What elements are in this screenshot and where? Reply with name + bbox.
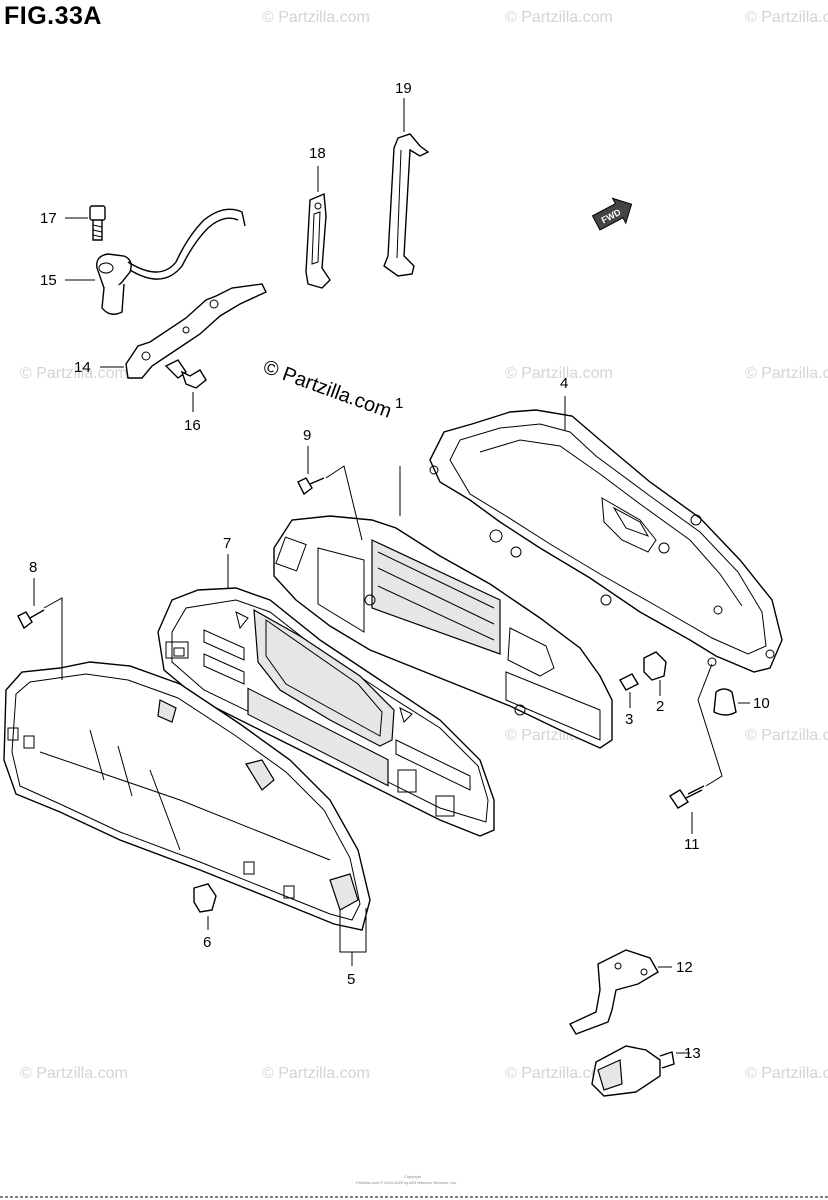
watermark-text: © Partzilla.com (505, 1065, 613, 1082)
figure-title: FIG.33A (4, 2, 102, 30)
part-label-10: 10 (753, 695, 770, 712)
part-12-bracket (568, 949, 672, 1035)
watermark-text: © Partzilla.com (745, 9, 828, 26)
part-16-bolt (164, 359, 207, 412)
part-5-lens-cover (3, 661, 371, 966)
part-1-meter-body (273, 466, 613, 749)
footer-copyright: Copyright Partzilla.com © 2004-2020 by A… (356, 1174, 457, 1185)
part-3-bulb (619, 673, 639, 708)
part-11-screw (669, 663, 723, 834)
watermark-text: © Partzilla.com (262, 9, 370, 26)
part-label-18: 18 (309, 145, 326, 162)
part-label-14: 14 (74, 359, 91, 376)
part-label-8: 8 (29, 559, 37, 576)
part-label-15: 15 (40, 272, 57, 289)
part-label-19: 19 (395, 80, 412, 97)
part-label-16: 16 (184, 417, 201, 434)
part-2-socket (643, 651, 667, 696)
copyright-line: Partzilla.com © 2004-2020 by ARI Network… (356, 1180, 457, 1185)
part-label-4: 4 (560, 375, 568, 392)
watermark-main: © Partzilla.com (260, 356, 394, 423)
part-label-6: 6 (203, 934, 211, 951)
part-6-grommet (193, 883, 217, 930)
copyright-label: Copyright (404, 1174, 422, 1179)
part-label-5: 5 (347, 971, 355, 988)
part-4-rear-case (429, 396, 783, 673)
watermark-text: © Partzilla.com (20, 1065, 128, 1082)
part-label-11: 11 (684, 836, 700, 853)
watermark-text: © Partzilla.com (745, 1065, 828, 1082)
part-label-17: 17 (40, 210, 57, 227)
part-14-bracket (100, 283, 267, 379)
part-18-clamp (305, 166, 331, 289)
part-label-1: 1 (395, 395, 403, 412)
watermark-text: © Partzilla.com (745, 727, 828, 744)
part-17-screw (65, 205, 106, 241)
watermark-text: © Partzilla.com (505, 365, 613, 382)
part-labels: 1 2 3 4 5 6 7 8 9 10 11 12 13 14 15 16 1… (29, 80, 770, 1062)
part-label-9: 9 (303, 427, 311, 444)
part-7-mask-panel (157, 554, 495, 837)
part-label-2: 2 (656, 698, 664, 715)
part-label-7: 7 (223, 535, 231, 552)
watermark-text: © Partzilla.com (745, 365, 828, 382)
watermark-text: © Partzilla.com (262, 1065, 370, 1082)
part-10-cap (713, 688, 750, 716)
part-label-13: 13 (684, 1045, 701, 1062)
part-label-3: 3 (625, 711, 633, 728)
fwd-arrow-icon: FWD (591, 197, 633, 231)
part-9-screw (297, 446, 363, 541)
watermark-text: © Partzilla.com (505, 9, 613, 26)
part-13-connector (591, 1045, 690, 1097)
part-label-12: 12 (676, 959, 693, 976)
part-8-screw (17, 578, 63, 680)
watermark-text: © Partzilla.com (20, 365, 128, 382)
part-15-sensor (65, 208, 246, 315)
part-19-clip (383, 98, 430, 277)
